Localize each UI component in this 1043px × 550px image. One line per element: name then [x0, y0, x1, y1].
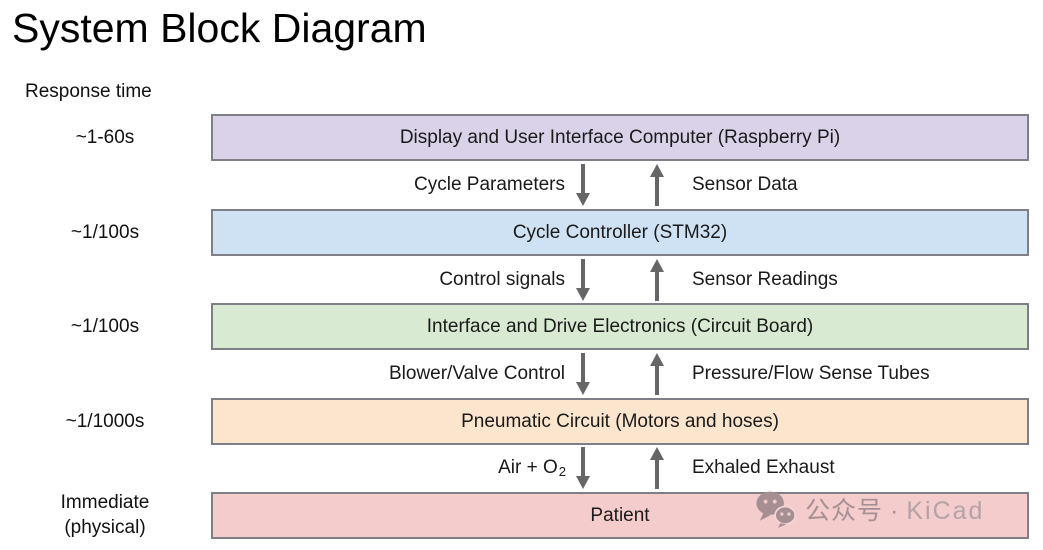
downstream-flow-label: Cycle Parameters [414, 174, 565, 195]
response-time-header: Response time [25, 81, 152, 102]
flow-row-controller-to-electronics: Control signals Sensor Readings [211, 256, 1029, 304]
block-label: Pneumatic Circuit (Motors and hoses) [461, 410, 779, 432]
up-arrow-icon [649, 164, 665, 206]
up-arrow-icon [649, 259, 665, 301]
response-time-label-patient: Immediate (physical) [60, 492, 150, 538]
upstream-flow-label: Sensor Data [692, 174, 798, 195]
up-arrow-icon [649, 353, 665, 395]
block-patient: Patient [211, 492, 1029, 539]
down-arrow-icon [575, 447, 591, 489]
up-arrow-icon [649, 447, 665, 489]
block-label: Interface and Drive Electronics (Circuit… [426, 315, 814, 337]
watermark-account: 公众号 [805, 497, 884, 525]
flow-row-ui-to-controller: Cycle Parameters Sensor Data [211, 161, 1029, 209]
block-label: Display and User Interface Computer (Ras… [399, 126, 841, 148]
down-arrow-icon [575, 259, 591, 301]
watermark-brand: KiCad [906, 497, 985, 525]
response-time-label-electronics: ~1/100s [70, 316, 140, 337]
watermark-separator: · [890, 497, 900, 525]
upstream-flow-label: Pressure/Flow Sense Tubes [692, 363, 930, 384]
downstream-flow-label: Control signals [439, 269, 565, 290]
downstream-flow-label: Blower/Valve Control [388, 363, 565, 384]
upstream-flow-label: Sensor Readings [692, 269, 838, 290]
block-cycle-controller: Cycle Controller (STM32) [211, 209, 1029, 256]
response-time-label-pneumatic: ~1/1000s [65, 411, 145, 432]
response-time-label-display: ~1-60s [75, 127, 135, 148]
down-arrow-icon [575, 164, 591, 206]
flow-row-electronics-to-pneumatic: Blower/Valve Control Pressure/Flow Sense… [211, 350, 1029, 398]
watermark-text: 公众号·KiCad [805, 491, 984, 527]
block-label: Cycle Controller (STM32) [512, 221, 728, 243]
upstream-flow-label: Exhaled Exhaust [692, 457, 835, 478]
wechat-icon [756, 491, 796, 528]
down-arrow-icon [575, 353, 591, 395]
block-pneumatic-circuit: Pneumatic Circuit (Motors and hoses) [211, 398, 1029, 445]
watermark: 公众号·KiCad [756, 489, 984, 529]
block-label: Patient [590, 504, 650, 526]
response-time-label-controller: ~1/100s [70, 222, 140, 243]
block-display-ui-computer: Display and User Interface Computer (Ras… [211, 114, 1029, 161]
block-interface-drive-electronics: Interface and Drive Electronics (Circuit… [211, 303, 1029, 350]
page-title: System Block Diagram [12, 5, 427, 51]
